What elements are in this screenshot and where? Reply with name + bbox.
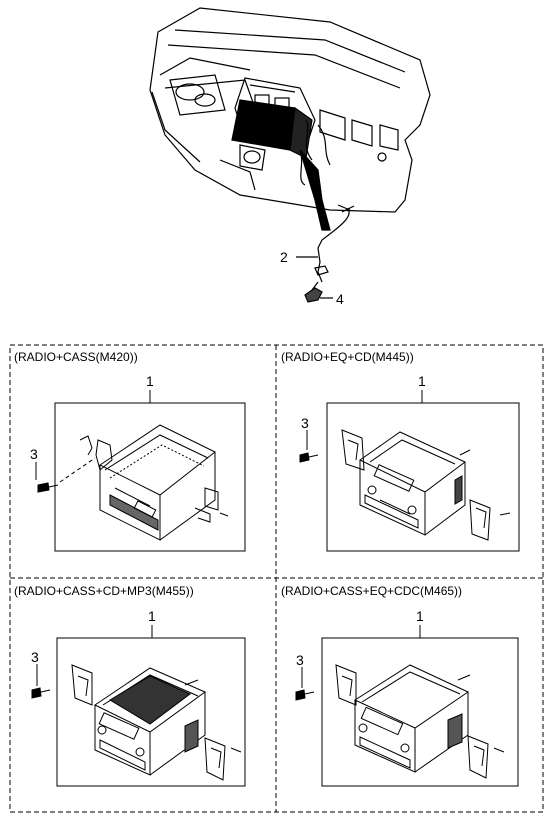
panel-4-screw-callout: 3 <box>296 652 304 668</box>
unit-radio-cass-eq-cdc <box>335 664 489 779</box>
panel-1-title: (RADIO+CASS(M420)) <box>14 350 138 364</box>
unit-radio-cass-cd-mp3 <box>71 664 226 781</box>
panel-4-title: (RADIO+CASS+EQ+CDC(M465)) <box>281 584 463 598</box>
panel-2-unit-callout: 1 <box>418 373 426 389</box>
screw-icon <box>37 482 59 493</box>
panel-3-screw-callout: 3 <box>31 649 39 665</box>
panel-1-box <box>54 402 246 552</box>
dashboard-overview <box>149 7 431 303</box>
unit-radio-eq-cd <box>341 429 491 541</box>
panel-2-title: (RADIO+EQ+CD(M445)) <box>281 350 414 364</box>
screw-icon <box>299 452 319 463</box>
panel-1-unit-callout: 1 <box>146 373 154 389</box>
panel-3-unit-callout: 1 <box>148 608 156 624</box>
panel-2-box <box>326 402 520 552</box>
panel-2-screw-callout: 3 <box>301 415 309 431</box>
antenna-harness <box>317 207 350 283</box>
screw-icon <box>31 687 51 699</box>
clip-icon <box>304 281 323 303</box>
panel-4-unit-callout: 1 <box>416 608 424 624</box>
panel-1-screw-callout: 3 <box>30 446 38 462</box>
screw-icon <box>295 689 315 701</box>
panel-4-box <box>321 637 519 787</box>
unit-radio-cass <box>79 424 219 541</box>
dashboard-outline <box>149 7 431 213</box>
panel-3-title: (RADIO+CASS+CD+MP3(M455)) <box>14 584 194 598</box>
clip-callout: 4 <box>336 291 344 307</box>
harness-callout: 2 <box>280 249 288 265</box>
panel-3-box <box>56 637 246 787</box>
